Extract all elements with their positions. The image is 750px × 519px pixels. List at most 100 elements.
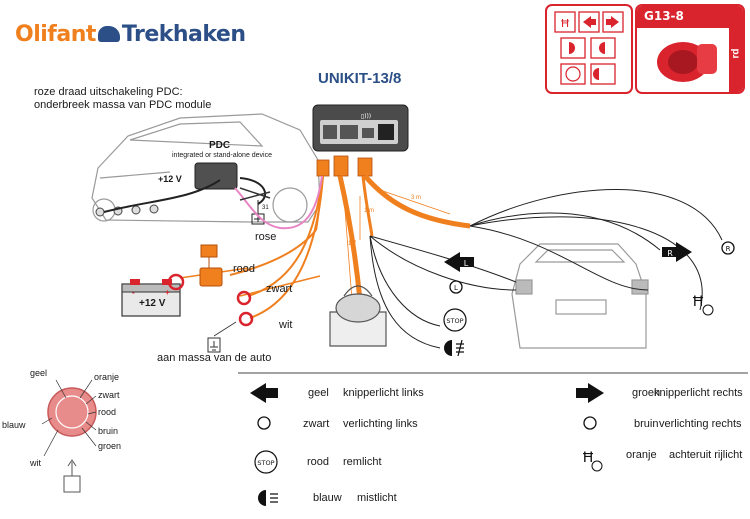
pin-label-rood: rood (98, 407, 117, 417)
legend-desc-bruin: verlichting rechts (659, 418, 742, 430)
wire-to-right-lamp (469, 225, 649, 291)
pink-pdc-wire (234, 175, 323, 230)
pin-face (47, 387, 97, 437)
legend-name-groen: groen (632, 387, 661, 399)
socket-pin-diagram (41, 379, 97, 493)
right-bulb-letter: R (726, 245, 731, 253)
left-car-illustration (91, 113, 321, 223)
cable-to-socket (337, 175, 363, 301)
trailer-socket (329, 285, 387, 347)
cable-length-1m: 1 m (364, 208, 375, 214)
socket-code: G13-8 (644, 9, 684, 23)
badge-fog2-shape (593, 68, 599, 80)
socket-cap (335, 293, 381, 323)
left-bulb-letter: L (454, 284, 458, 292)
left-car-body (91, 113, 321, 223)
plug-icon (63, 475, 81, 493)
legend-fog-icon (258, 490, 266, 506)
left-bulb-icon (449, 280, 463, 294)
legend-desc-rood: remlicht (343, 456, 382, 468)
badge-reverse-glyph: Ħ (560, 17, 570, 30)
left-indicator-icon (444, 252, 474, 272)
legend-reverse-ring (591, 460, 603, 472)
sensor-4 (149, 204, 159, 214)
left-car-wheel-rear (272, 187, 308, 223)
sensor-3 (131, 205, 141, 215)
legend-name-rood: rood (307, 456, 330, 468)
unikit-port-2 (340, 125, 358, 139)
plug-3 (357, 157, 373, 177)
brand-part1: Olifant (15, 22, 96, 47)
legend-desc-oranje: achteruit rijlicht (669, 449, 743, 461)
pin-label-groen: groen (98, 441, 122, 451)
legend-name-bruin: bruin (634, 418, 659, 430)
badge-lights-icon (560, 37, 586, 59)
wire-rood (229, 229, 317, 276)
left-car-bumper (99, 171, 171, 179)
lamp-wires (369, 189, 723, 349)
pdc-note-line2: onderbreek massa van PDC module (34, 99, 212, 111)
pdc-note: roze draad uitschakeling PDC: onderbreek… (34, 86, 211, 112)
battery-minus: - (132, 288, 135, 297)
legend-right-bulb-icon (583, 416, 597, 430)
unikit-port-4 (378, 124, 394, 140)
pin-label-zwart: zwart (98, 390, 120, 400)
reverse-icon-ring (702, 304, 714, 316)
ground-symbol-car (207, 337, 221, 353)
brand-part2: Trekhaken (121, 22, 246, 47)
legend-left-indicator-icon (250, 383, 278, 403)
function-icons: Ħ (554, 11, 624, 85)
socket-badge-side (729, 28, 743, 92)
cutter-icon (239, 187, 271, 201)
brand-logo: Olifant Trekhaken (15, 22, 246, 47)
badge-stop-shape (565, 66, 581, 82)
wire-label-rood: rood (233, 263, 256, 275)
badge-fog2-icon (590, 63, 616, 85)
wire-to-left-lamp-1 (369, 235, 517, 283)
badge-stop-icon (560, 63, 586, 85)
pin-label-wit: wit (30, 458, 41, 468)
socket-badge-header (637, 6, 743, 28)
badge-fog-shape (599, 42, 605, 54)
badge-right-arrow-icon (602, 11, 624, 33)
pdc-label: PDC (209, 140, 231, 151)
badge-left-arrow-shape (583, 16, 596, 28)
legend-name-blauw: blauw (313, 492, 342, 504)
right-indicator-letter: R (667, 249, 673, 258)
cable-length-3m: 3 m (411, 195, 422, 201)
battery-terminal-plus (162, 279, 172, 285)
wire-right-bulb (469, 189, 723, 241)
pdc-note-line1: roze draad uitschakeling PDC: (34, 86, 183, 98)
ground-label: aan massa van de auto (157, 352, 272, 364)
legend-name-oranje: oranje (626, 449, 657, 461)
cable-1m (361, 175, 374, 237)
plug-1 (316, 159, 330, 177)
legend-right-indicator-icon (576, 383, 604, 403)
sensor-cable (103, 179, 221, 213)
wire-stop (369, 235, 441, 327)
right-car-body (511, 243, 647, 349)
stop-icon (443, 308, 467, 332)
pdc-sublabel: integrated or stand-alone device (172, 152, 273, 159)
right-car-illustration (511, 243, 649, 349)
socket-badge (635, 4, 745, 94)
battery-voltage: +12 V (139, 298, 166, 309)
left-car-window (129, 121, 264, 147)
left-indicator-letter: L (464, 259, 469, 268)
unikit-signal-glyph: ▯))) (361, 113, 371, 120)
badge-fog-icon (590, 37, 616, 59)
right-bulb-icon (721, 241, 735, 255)
unikit-plugs (316, 155, 373, 177)
ring-terminal-wit (238, 311, 254, 327)
pdc-ground-wire (239, 177, 267, 205)
elephant-icon (97, 26, 120, 42)
right-car-lamp-right (631, 279, 649, 295)
socket-opening (668, 50, 698, 74)
right-car-plate (555, 299, 607, 315)
socket-lid (697, 44, 717, 74)
legend-desc-blauw: mistlicht (357, 492, 397, 504)
legend-stop-icon (254, 450, 278, 474)
battery-terminal-minus (130, 279, 140, 285)
socket-lid-hinge (343, 285, 373, 297)
